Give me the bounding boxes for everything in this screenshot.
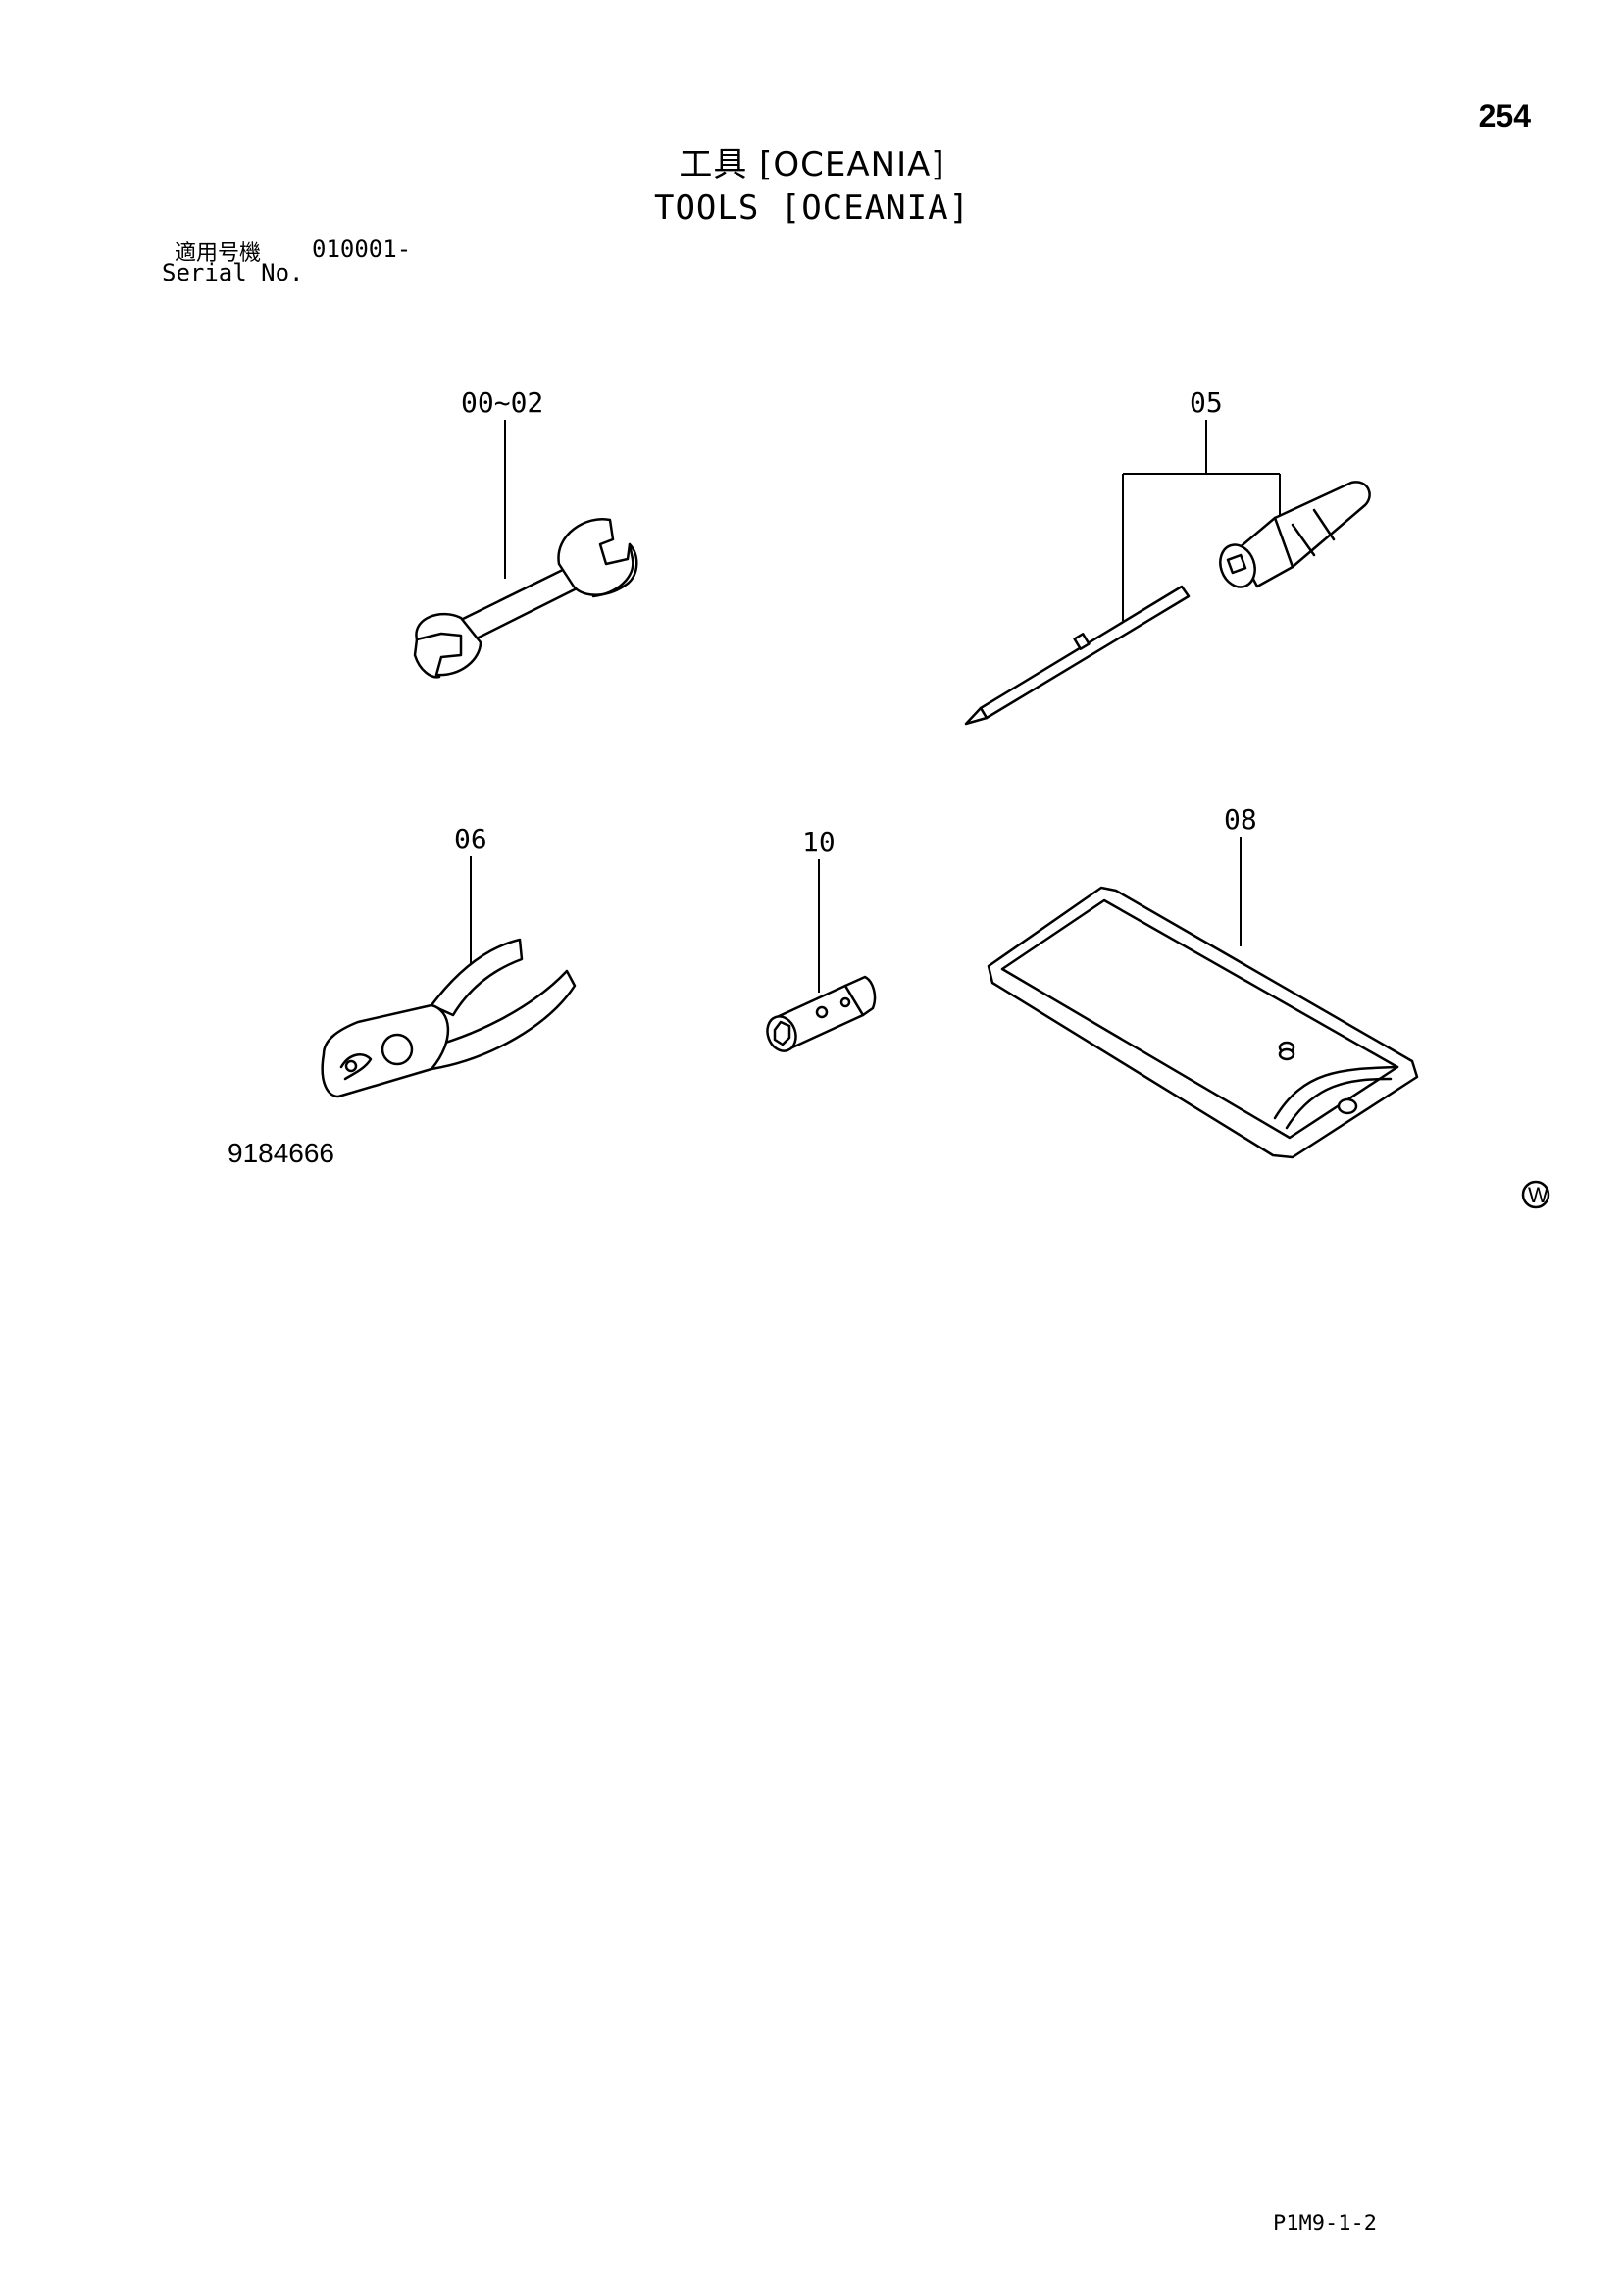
serial-label-english: Serial No.: [162, 259, 304, 286]
socket-illustration: 10: [766, 826, 877, 1052]
screwdriver-illustration: 05: [964, 386, 1371, 726]
callout-wrench: 00~02: [461, 386, 543, 419]
revision-mark-letter: W: [1528, 1183, 1548, 1207]
tool-bag-illustration: 08: [987, 803, 1419, 1159]
figure-id: 9184666: [228, 1138, 335, 1168]
serial-label-japanese: 適用号機: [175, 241, 262, 266]
title-japanese: 工具 [OCEANIA]: [679, 145, 945, 184]
serial-value: 010001-: [312, 235, 412, 263]
callout-tool-bag: 08: [1224, 803, 1257, 836]
wrench-illustration: 00~02: [413, 386, 638, 679]
revision-mark: W: [1521, 1180, 1550, 1209]
callout-pliers: 06: [454, 823, 487, 855]
pliers-illustration: 06: [321, 823, 577, 1098]
callout-socket: 10: [802, 826, 836, 858]
page-number: 254: [1478, 98, 1531, 133]
callout-screwdriver: 05: [1190, 386, 1223, 419]
footer-code: P1M9-1-2: [1273, 2212, 1377, 2236]
title-english: TOOLS [OCEANIA]: [653, 188, 971, 228]
